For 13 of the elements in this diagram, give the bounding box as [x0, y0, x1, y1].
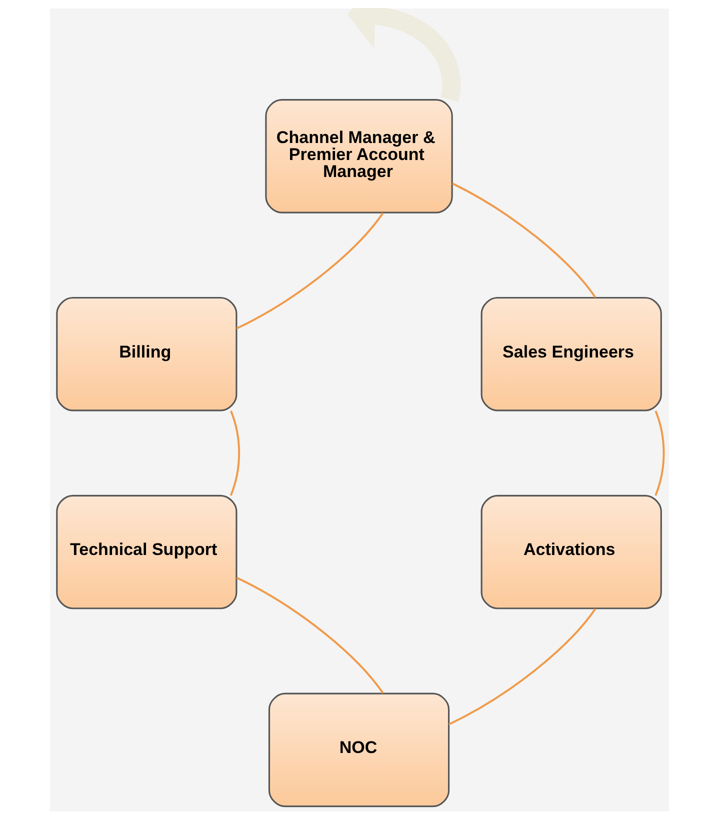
node-box: Sales Engineers	[480, 296, 662, 412]
node-box: Billing	[56, 296, 237, 412]
connector	[654, 410, 664, 496]
connector	[236, 576, 384, 694]
node-box: Activations	[480, 494, 662, 610]
arrow	[347, 8, 460, 102]
connector	[448, 608, 596, 726]
connector	[229, 410, 240, 496]
node-box: NOC	[268, 692, 450, 808]
node-box: Channel Manager & Premier Account Manager	[264, 99, 452, 214]
node-box: Technical Support	[56, 494, 237, 610]
connector	[236, 212, 384, 330]
connector	[451, 182, 596, 298]
